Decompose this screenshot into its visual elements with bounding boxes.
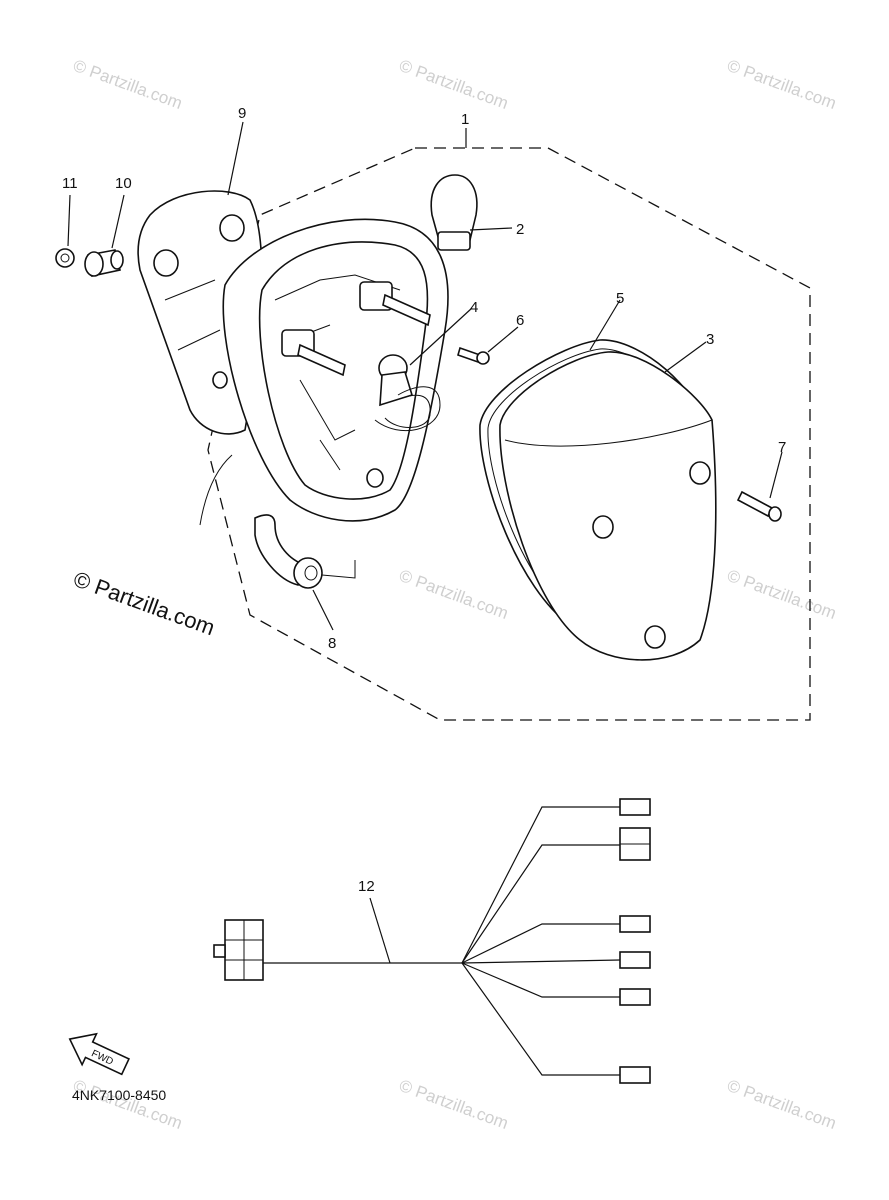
callout-6: 6: [516, 312, 524, 329]
watermark: © Partzilla.com: [71, 56, 185, 113]
leader-lines: [67, 121, 783, 964]
part-3-lens: [499, 351, 717, 661]
part-9-base-plate: [137, 190, 263, 435]
callout-1: 1: [461, 111, 469, 128]
callout-8: 8: [328, 635, 336, 652]
callout-10: 10: [115, 175, 132, 192]
watermark: © Partzilla.com: [725, 1076, 839, 1133]
tail-light-housing: [199, 218, 449, 526]
fwd-arrow-icon: FWD: [68, 1032, 130, 1076]
part-2-bulb: [430, 174, 478, 251]
part-8-grommet: [254, 514, 356, 589]
part-11-nut: [55, 248, 75, 268]
part-7-screw: [736, 490, 782, 522]
callout-5: 5: [616, 290, 624, 307]
part-12-wire-harness: [213, 798, 651, 1084]
callout-9: 9: [238, 105, 246, 122]
watermark: © Partzilla.com: [397, 56, 511, 113]
diagram-part-code: 4NK7100-8450: [72, 1087, 166, 1103]
watermark: © Partzilla.com: [71, 1076, 185, 1133]
watermark: © Partzilla.com: [725, 566, 839, 623]
callout-12: 12: [358, 878, 375, 895]
callout-11: 11: [62, 175, 78, 192]
part-10-collar: [84, 249, 124, 277]
callout-2: 2: [516, 221, 524, 238]
callout-labels: 1 2 3 4 5 6 7 8 9 10 11 12: [62, 105, 786, 895]
watermark: © Partzilla.com: [725, 56, 839, 113]
assembly-boundary: [207, 147, 811, 721]
watermark-large: © Partzilla.com: [70, 566, 218, 640]
callout-7: 7: [778, 439, 786, 456]
part-6-screw: [457, 346, 490, 365]
callout-3: 3: [706, 331, 714, 348]
callout-4: 4: [470, 299, 478, 316]
watermark: © Partzilla.com: [397, 566, 511, 623]
watermark: © Partzilla.com: [397, 1076, 511, 1133]
part-4-socket: [374, 354, 441, 432]
